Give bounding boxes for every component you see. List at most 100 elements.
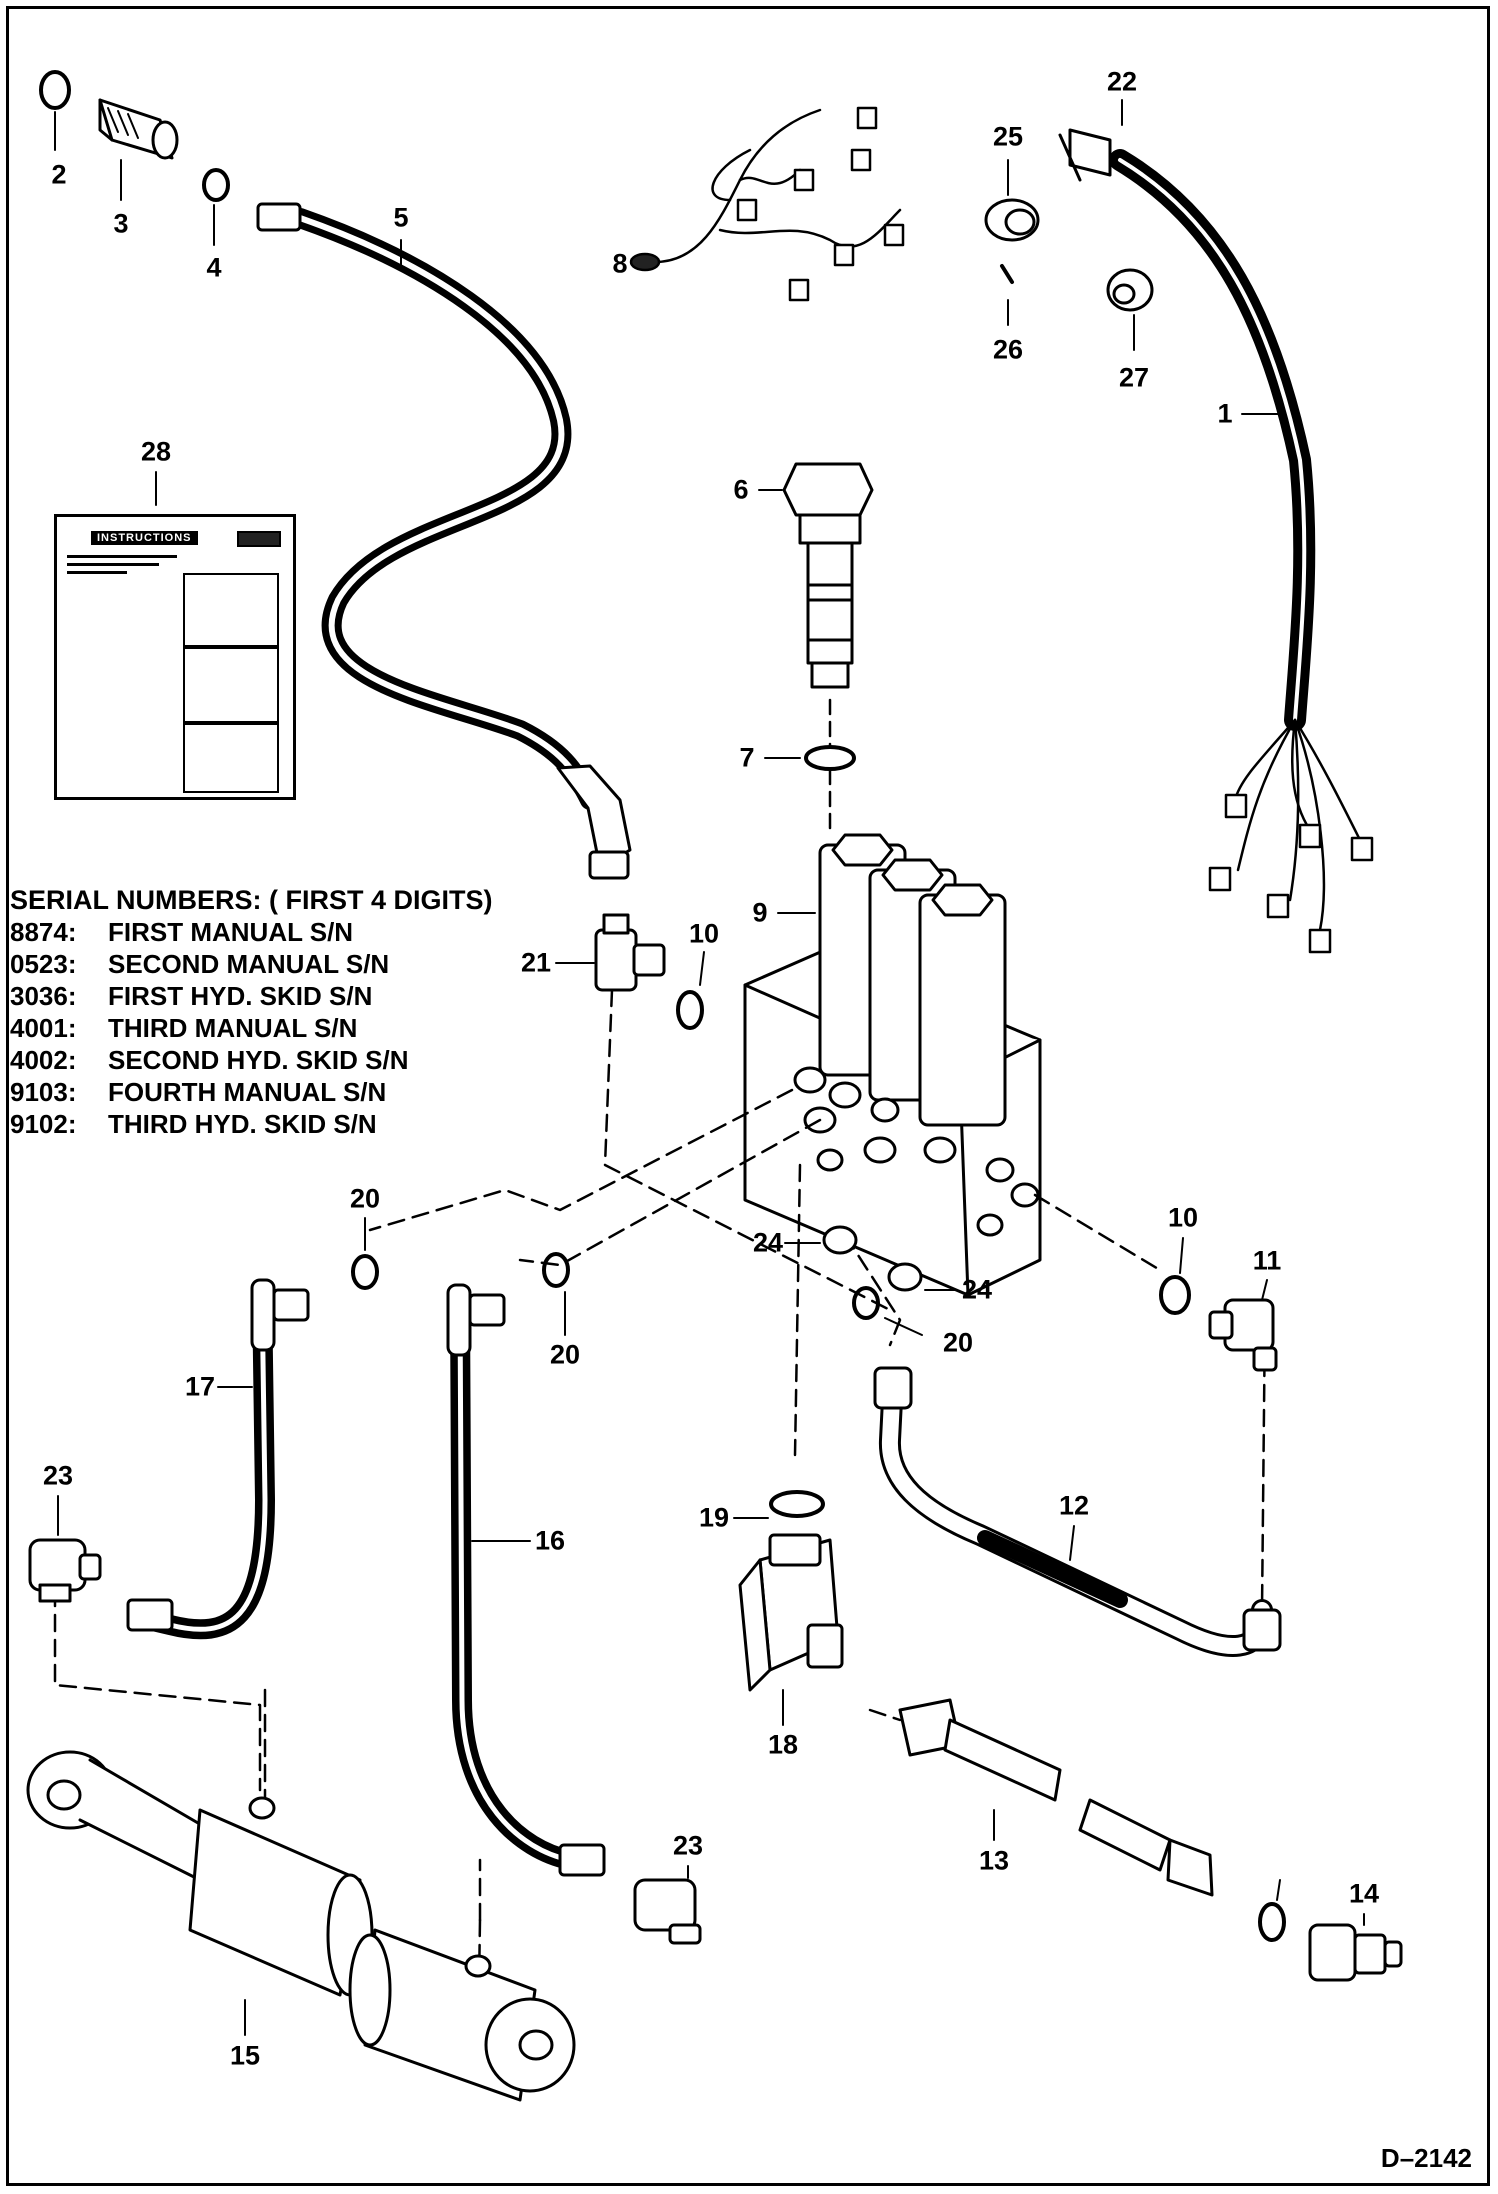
callout-3: 3 [113, 208, 129, 239]
tee-fitting-23-left [28, 1538, 102, 1603]
o-ring-20-left [351, 1254, 379, 1290]
callout-7: 7 [739, 742, 755, 773]
callout-20: 20 [349, 1183, 381, 1214]
callout-4: 4 [206, 252, 222, 283]
connector-25 [984, 198, 1040, 242]
callout-13: 13 [978, 1845, 1010, 1876]
instruction-sheet-logo [237, 531, 281, 547]
sheet-line [67, 555, 177, 558]
callout-23: 23 [672, 1830, 704, 1861]
callout-10: 10 [1167, 1202, 1199, 1233]
sheet-line [67, 563, 159, 566]
sheet-box [183, 723, 279, 793]
callout-11: 11 [1252, 1245, 1282, 1276]
instruction-sheet-28: INSTRUCTIONS [54, 514, 296, 800]
callout-24: 24 [961, 1274, 993, 1305]
o-ring-4-top [202, 168, 230, 202]
serial-label: FIRST HYD. SKID S/N [108, 981, 373, 1011]
sheet-box [183, 573, 279, 647]
quick-coupler-hose-13 [898, 1698, 1214, 1897]
cartridge-valve-6 [782, 462, 874, 689]
o-ring-10-right [1159, 1275, 1191, 1315]
pin-26 [1000, 264, 1014, 284]
callout-2: 2 [51, 159, 67, 190]
callout-12: 12 [1058, 1490, 1090, 1521]
callout-23: 23 [42, 1460, 74, 1491]
valve-manifold-9 [743, 833, 1042, 1297]
callout-25: 25 [992, 121, 1024, 152]
serial-code: 3036: [10, 981, 77, 1011]
tee-fitting-23-right [633, 1878, 702, 1945]
o-ring-19 [769, 1490, 825, 1518]
o-ring-20-mid [542, 1252, 570, 1288]
serial-label: FIRST MANUAL S/N [108, 917, 354, 947]
drawing-id: D–2142 [1380, 2143, 1472, 2173]
serial-label: SECOND HYD. SKID S/N [108, 1045, 409, 1075]
hydraulic-cylinder-15 [26, 1750, 576, 2102]
callout-24: 24 [752, 1227, 784, 1258]
serial-code: 9103: [10, 1077, 77, 1107]
serial-label: FOURTH MANUAL S/N [108, 1077, 387, 1107]
serial-entry: 4002: SECOND HYD. SKID S/N [10, 1044, 493, 1076]
o-ring-2 [39, 70, 71, 110]
callout-1: 1 [1217, 398, 1233, 429]
callout-18: 18 [767, 1729, 799, 1760]
tee-fitting-21 [594, 913, 666, 992]
serial-code: 0523: [10, 949, 77, 979]
hose-assembly-16 [446, 1283, 606, 1877]
hose-assembly-5 [256, 202, 632, 880]
wiring-harness-8 [629, 106, 905, 302]
callout-28: 28 [140, 436, 172, 467]
serial-entry: 3036: FIRST HYD. SKID S/N [10, 980, 493, 1012]
quick-coupler-3 [98, 98, 179, 160]
serial-label: THIRD MANUAL S/N [108, 1013, 358, 1043]
callout-20: 20 [942, 1327, 974, 1358]
callout-6: 6 [733, 474, 749, 505]
callout-9: 9 [752, 897, 768, 928]
callout-21: 21 [520, 947, 552, 978]
callout-5: 5 [393, 202, 409, 233]
callout-26: 26 [992, 334, 1024, 365]
callout-22: 22 [1106, 66, 1138, 97]
serial-entry: 8874: FIRST MANUAL S/N [10, 916, 493, 948]
o-ring-20-right [852, 1286, 880, 1320]
serial-entry: 0523: SECOND MANUAL S/N [10, 948, 493, 980]
serial-code: 8874: [10, 917, 77, 947]
serial-entry: 4001: THIRD MANUAL S/N [10, 1012, 493, 1044]
serial-numbers-legend: SERIAL NUMBERS: ( FIRST 4 DIGITS) 8874: … [10, 884, 493, 1140]
callout-10: 10 [688, 918, 720, 949]
serial-entry: 9103: FOURTH MANUAL S/N [10, 1076, 493, 1108]
boot-27 [1106, 268, 1154, 312]
sheet-line [67, 571, 127, 574]
callout-20: 20 [549, 1339, 581, 1370]
serial-code: 4001: [10, 1013, 77, 1043]
serial-code: 9102: [10, 1109, 77, 1139]
diagram-frame [6, 6, 1490, 2186]
callout-8: 8 [612, 248, 628, 279]
serial-label: SECOND MANUAL S/N [108, 949, 390, 979]
o-ring-10-top [676, 990, 704, 1030]
electrical-harness-1 [1109, 149, 1374, 954]
callout-16: 16 [534, 1525, 566, 1556]
tube-assembly-12 [873, 1366, 1282, 1657]
plug-24 [822, 1225, 923, 1292]
instruction-sheet-heading: INSTRUCTIONS [91, 531, 198, 545]
callout-17: 17 [184, 1371, 216, 1402]
serial-entry: 9102: THIRD HYD. SKID S/N [10, 1108, 493, 1140]
quick-coupler-14 [1308, 1923, 1403, 1982]
clamp-22 [1058, 128, 1112, 182]
callout-14: 14 [1348, 1878, 1380, 1909]
o-ring-4-bottom [1258, 1902, 1286, 1942]
serial-label: THIRD HYD. SKID S/N [108, 1109, 377, 1139]
callout-19: 19 [698, 1502, 730, 1533]
serial-numbers-title: SERIAL NUMBERS: ( FIRST 4 DIGITS) [10, 885, 493, 915]
hose-assembly-17 [126, 1278, 310, 1640]
serial-code: 4002: [10, 1045, 77, 1075]
callout-15: 15 [229, 2040, 261, 2071]
elbow-fitting-11 [1208, 1298, 1278, 1372]
callout-27: 27 [1118, 362, 1150, 393]
adapter-fitting-18 [738, 1533, 844, 1692]
sheet-box [183, 647, 279, 723]
